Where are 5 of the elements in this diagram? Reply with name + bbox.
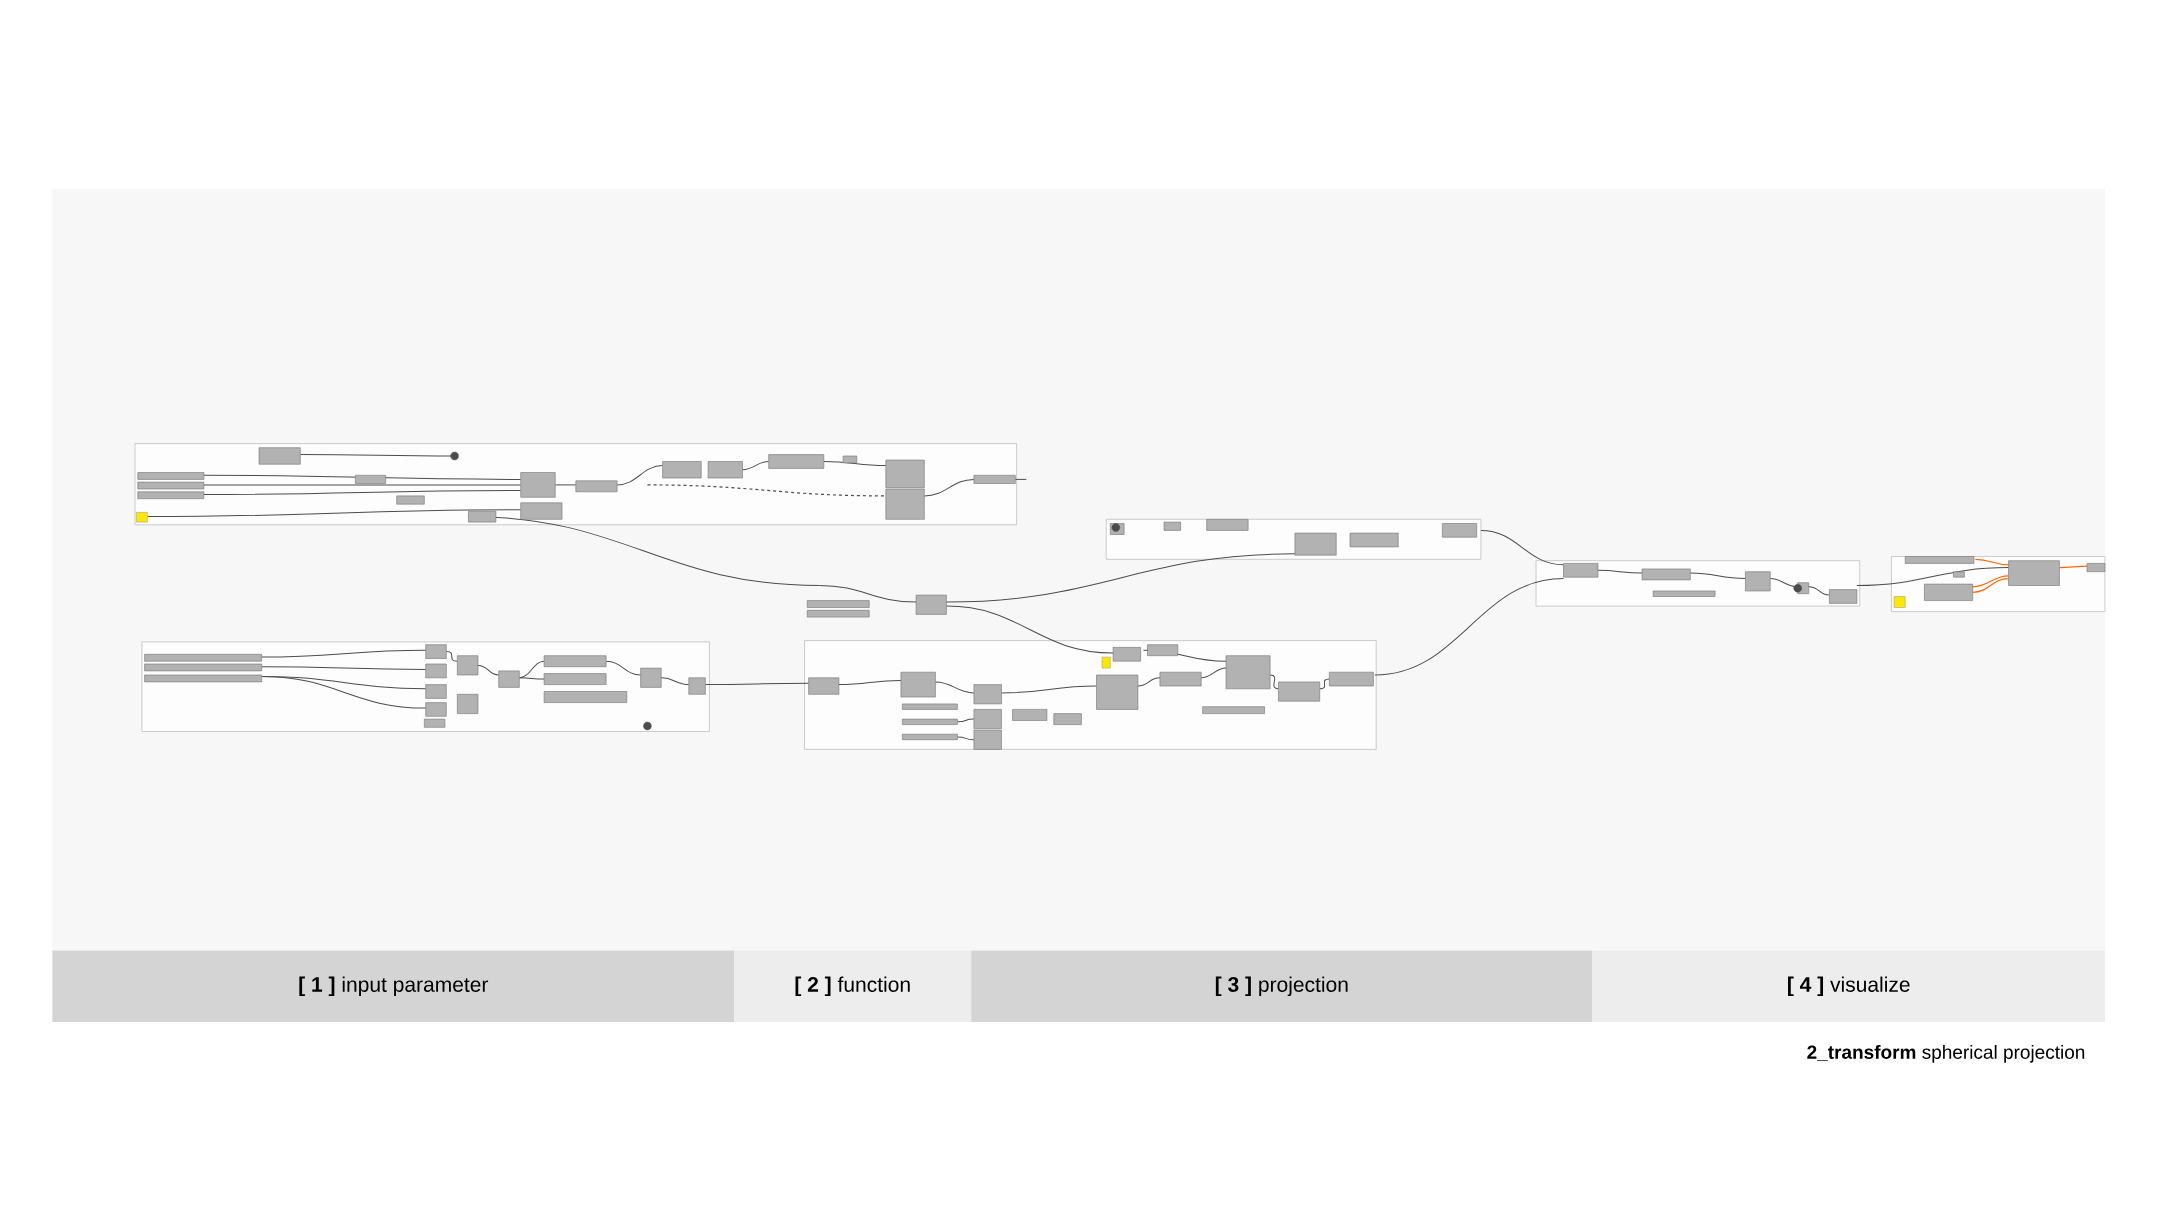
section-band: [ 3 ] projection xyxy=(971,950,1593,1023)
caption: 2_transform spherical projection xyxy=(1807,1044,2085,1063)
section-band: [ 1 ] input parameter xyxy=(52,950,735,1023)
section-band: [ 2 ] function xyxy=(734,950,972,1023)
section-band: [ 4 ] visualize xyxy=(1592,950,2105,1023)
